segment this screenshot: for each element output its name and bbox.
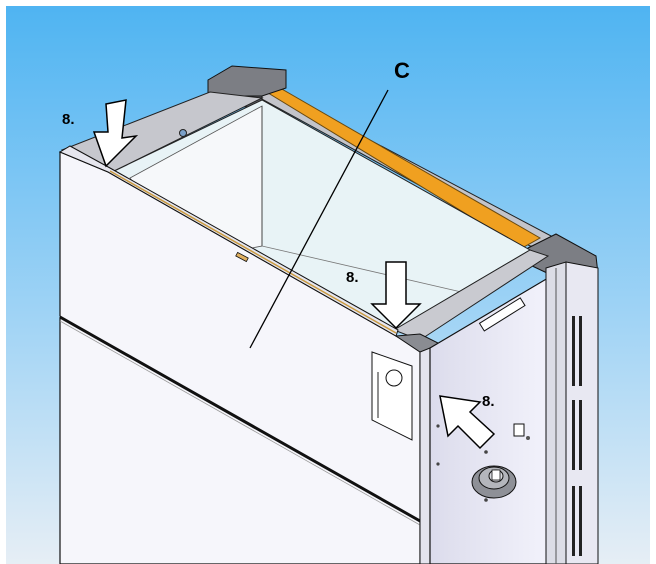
- side-dot-1: [436, 424, 440, 428]
- control-plate: [371, 351, 413, 441]
- label-8-right: 8.: [482, 393, 495, 410]
- front-slot: [235, 251, 249, 263]
- right-side-panel: [429, 276, 549, 564]
- arrow-diagonal-icon: [439, 395, 496, 450]
- knob-icon: [385, 369, 403, 387]
- front-top-lip: [58, 145, 399, 337]
- front-right-edge: [419, 347, 431, 564]
- side-bracket: [513, 423, 525, 437]
- thermostat-knob: [471, 465, 517, 499]
- side-dot-3: [484, 498, 488, 502]
- label-c: C: [394, 58, 410, 83]
- screw-icon: [179, 129, 187, 137]
- front-panel-lower: [59, 316, 421, 564]
- side-dot-2: [436, 462, 440, 466]
- label-8-left: 8.: [62, 111, 75, 128]
- panel-seam: [59, 316, 421, 522]
- panel-seam-shadow: [59, 320, 421, 526]
- leader-line-c: [249, 89, 389, 349]
- latch-icon: [478, 297, 526, 332]
- side-dot-4: [484, 450, 488, 454]
- vent-slots: [572, 316, 582, 556]
- side-screw: [526, 436, 530, 440]
- arrow-down-icon: [92, 99, 139, 168]
- front-top-edge: [109, 170, 397, 334]
- label-8-middle: 8.: [346, 269, 359, 286]
- arrow-down-icon: [370, 261, 422, 330]
- inner-floor-line: [261, 245, 471, 295]
